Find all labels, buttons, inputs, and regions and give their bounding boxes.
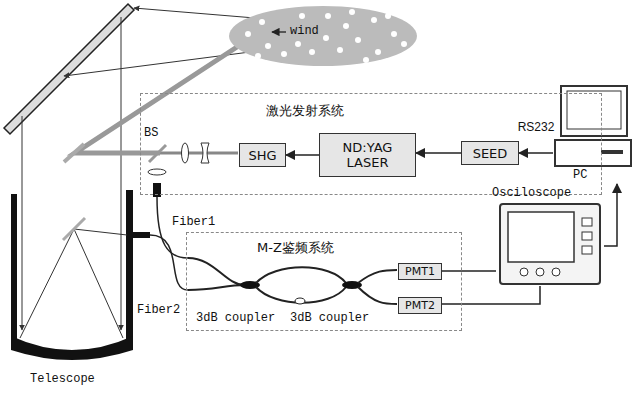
box-label: SEED (473, 146, 508, 161)
wind-ellipse (229, 6, 417, 66)
ray (74, 229, 123, 338)
fiber-name: Fiber2 (137, 304, 180, 318)
connector (519, 152, 553, 154)
box-label: PMT1 (405, 265, 435, 278)
fiber-name: Fiber1 (172, 216, 215, 230)
aerosol-dot (299, 13, 305, 19)
screen (567, 91, 621, 129)
lens (201, 143, 209, 163)
group-heading: M-Z鉴频系统 (257, 239, 334, 257)
wind-region: wind (228, 4, 418, 68)
aerosol-dot (401, 41, 407, 47)
aerosol-dot (391, 31, 397, 37)
figure-label: Telescope (30, 372, 95, 386)
connector (604, 184, 617, 246)
aerosol-dot (295, 41, 301, 47)
secondary-mirror (63, 218, 85, 240)
process-box: SEED (461, 141, 519, 165)
system-group: SHG ND:YAG LASER SEED 激光发射系统 (140, 93, 602, 195)
process-box: SHG (239, 143, 286, 167)
oscilloscope: Osciloscope (496, 186, 604, 286)
telescope: Telescope (5, 188, 155, 394)
laser-box: ND:YAG LASER (319, 133, 416, 177)
edge-label: RS232 (516, 121, 557, 135)
figure-label: wind (290, 24, 319, 38)
aerosol-dot (281, 51, 287, 57)
ray (20, 229, 74, 338)
part-name: 3dB coupler (196, 312, 275, 326)
laser-beam (160, 152, 238, 155)
aerosol-dot (259, 19, 265, 25)
group-heading: 激光发射系统 (266, 102, 344, 120)
pc-case (555, 140, 631, 166)
small-mirror (64, 144, 84, 162)
figure-label: PC (573, 168, 587, 182)
button (582, 246, 592, 254)
aerosol-dot (385, 13, 391, 19)
fiber-port (128, 232, 150, 238)
beam-splitter (149, 145, 166, 162)
knob (520, 268, 528, 276)
connector (416, 152, 461, 154)
ray (74, 229, 127, 235)
box-label: SHG (248, 148, 276, 163)
delay-loop (295, 298, 305, 304)
waveguide (358, 270, 397, 304)
wind-ellipse (228, 4, 418, 68)
detector-box: PMT1 (398, 263, 442, 280)
waveguide (188, 258, 245, 290)
aerosol-dot (245, 31, 251, 37)
scope-body (500, 204, 600, 284)
part-name: BS (144, 127, 158, 141)
connector (442, 286, 540, 304)
aerosol-dot (337, 47, 343, 53)
drive-slot (601, 150, 623, 154)
waveguide (256, 267, 346, 303)
aerosol-dot (371, 17, 377, 23)
knob (552, 268, 560, 276)
aerosol-dot (363, 57, 369, 63)
fiber (150, 235, 188, 290)
aerosol-dot (325, 13, 331, 19)
detector-box: PMT2 (398, 297, 442, 314)
button (582, 218, 592, 226)
scope-screen (508, 212, 574, 262)
part-name: 3dB coupler (290, 312, 369, 326)
telescope-tube (126, 190, 133, 349)
aerosol-dot (323, 35, 329, 41)
telescope-tube (11, 194, 17, 349)
aerosol-dot (343, 23, 349, 29)
aerosol-dot (355, 37, 361, 43)
connector (442, 270, 496, 272)
primary-mirror (11, 336, 133, 360)
knob (536, 268, 544, 276)
return-ray (22, 116, 23, 330)
aerosol-dot (265, 43, 271, 49)
lens (148, 169, 166, 175)
aerosol-dot (349, 9, 355, 15)
return-ray (121, 17, 122, 330)
laser-beam (75, 45, 240, 153)
figure-label: Osciloscope (492, 186, 571, 200)
aerosol-dot (255, 53, 261, 59)
box-label: PMT2 (405, 299, 435, 312)
connector (286, 154, 319, 156)
aerosol-dot (375, 49, 381, 55)
box-label: ND:YAG LASER (337, 140, 399, 170)
computer: PC (553, 84, 633, 184)
button (582, 232, 592, 240)
return-ray (134, 8, 255, 18)
aerosol-dot (309, 49, 315, 55)
lens (182, 143, 189, 163)
wind-arrow (272, 31, 286, 32)
